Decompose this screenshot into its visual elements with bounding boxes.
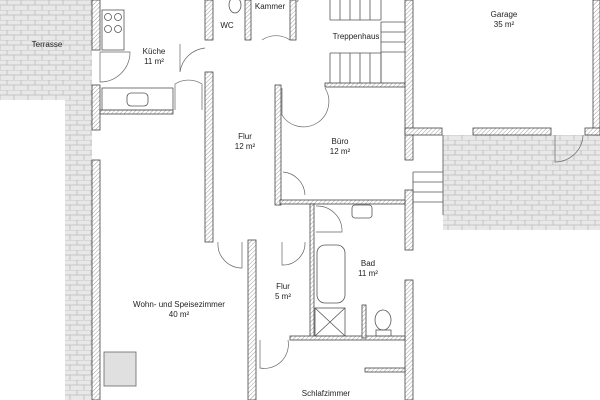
room-area-kueche: 11 m² [144, 57, 164, 66]
room-area-wohnzimmer: 40 m² [169, 310, 190, 319]
room-area-garage: 35 m² [494, 20, 515, 29]
room-label-schlafzimmer: Schlafzimmer [302, 389, 351, 398]
room-area-flur-2: 5 m² [275, 292, 291, 301]
patio-paving-right [443, 135, 600, 230]
room-label-treppenhaus: Treppenhaus [333, 32, 380, 41]
room-label-kammer: Kammer [255, 2, 286, 11]
room-label-wohnzimmer: Wohn- und Speisezimmer [133, 300, 225, 309]
terrace-paving [0, 0, 92, 400]
room-label-flur-2: Flur [276, 282, 290, 291]
wc-toilet-icon [228, 0, 242, 14]
room-label-kueche: Küche [143, 47, 166, 56]
room-area-flur-1: 12 m² [235, 142, 256, 151]
room-label-flur-1: Flur [238, 132, 252, 141]
room-label-wc: WC [220, 21, 234, 30]
washbasin-icon [351, 204, 373, 219]
room-area-buero: 12 m² [330, 147, 351, 156]
shower-icon [314, 307, 346, 337]
stairs [329, 0, 444, 215]
room-label-terrasse: Terrasse [32, 40, 63, 49]
bathroom-fixtures [103, 0, 392, 387]
room-labels: Terrasse Küche 11 m² WC Kammer Treppenha… [32, 2, 518, 398]
room-label-buero: Büro [332, 137, 349, 146]
room-area-bad: 11 m² [358, 269, 378, 278]
doors [99, 0, 584, 369]
sink-icon [126, 92, 149, 107]
bathtub-icon [316, 244, 346, 304]
toilet-icon [374, 309, 392, 331]
room-label-bad: Bad [361, 259, 375, 268]
room-label-garage: Garage [491, 10, 518, 19]
fireplace-icon [103, 351, 137, 387]
kitchen-fixtures [101, 9, 174, 111]
walls [91, 0, 600, 400]
